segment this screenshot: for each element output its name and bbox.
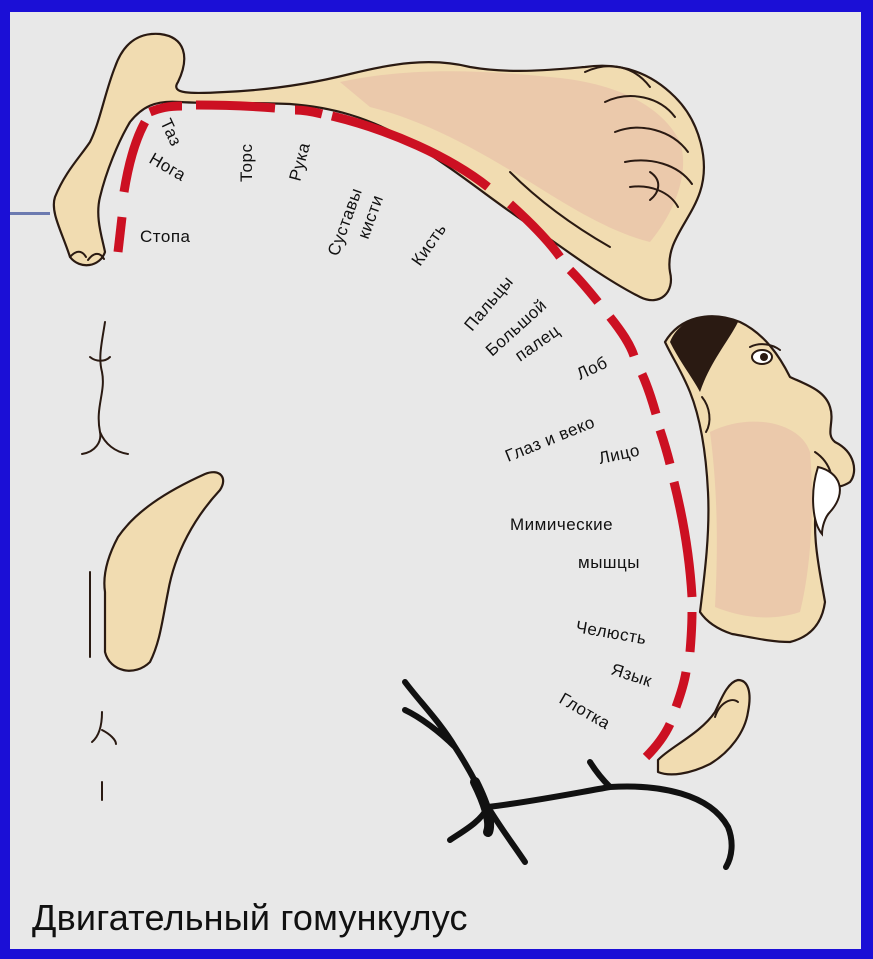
homunculus-illustration: Таз Нога Стопа Торс Рука Суставы кисти К… — [10, 12, 861, 949]
label-lob: Лоб — [574, 353, 611, 384]
label-myshtsy: мышцы — [578, 553, 640, 572]
label-chelyust: Челюсть — [574, 617, 648, 648]
label-yazyk: Язык — [609, 660, 655, 691]
left-side-shapes — [82, 322, 223, 800]
label-glaz: Глаз и веко — [502, 412, 597, 465]
label-ruka: Рука — [286, 140, 314, 183]
label-stopa: Стопа — [140, 227, 191, 246]
slide: Таз Нога Стопа Торс Рука Суставы кисти К… — [10, 12, 861, 949]
label-mimicheskie: Мимические — [510, 515, 613, 534]
label-litso: Лицо — [597, 441, 642, 468]
label-glotka: Глотка — [556, 689, 614, 733]
label-taz: Таз — [156, 116, 185, 150]
label-tors: Торс — [237, 144, 256, 182]
label-kist: Кисть — [408, 220, 451, 269]
label-noga: Нога — [146, 149, 189, 185]
caption: Двигательный гомункулус — [32, 897, 468, 939]
